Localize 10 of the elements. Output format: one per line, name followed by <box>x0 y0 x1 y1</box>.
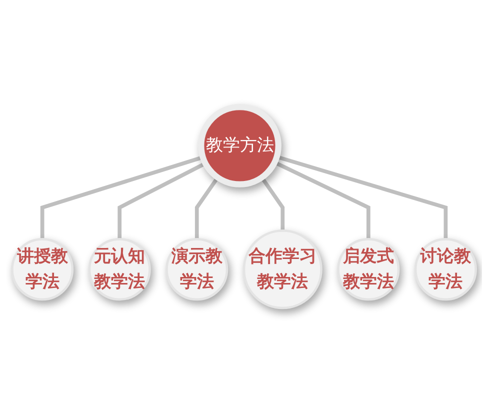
node-circle: 教学方法 <box>198 104 282 188</box>
node-circle: 合作学习教学法 <box>242 230 322 310</box>
node-circle: 讲授教学法 <box>11 238 74 301</box>
node-circle: 元认知教学法 <box>88 238 151 301</box>
connector <box>40 155 204 240</box>
node-circle: 启发式教学法 <box>337 238 400 301</box>
node-circle: 演示教学法 <box>166 238 228 301</box>
connector <box>260 176 285 231</box>
node-circle: 讨论教学法 <box>414 238 477 301</box>
connector <box>118 162 206 240</box>
